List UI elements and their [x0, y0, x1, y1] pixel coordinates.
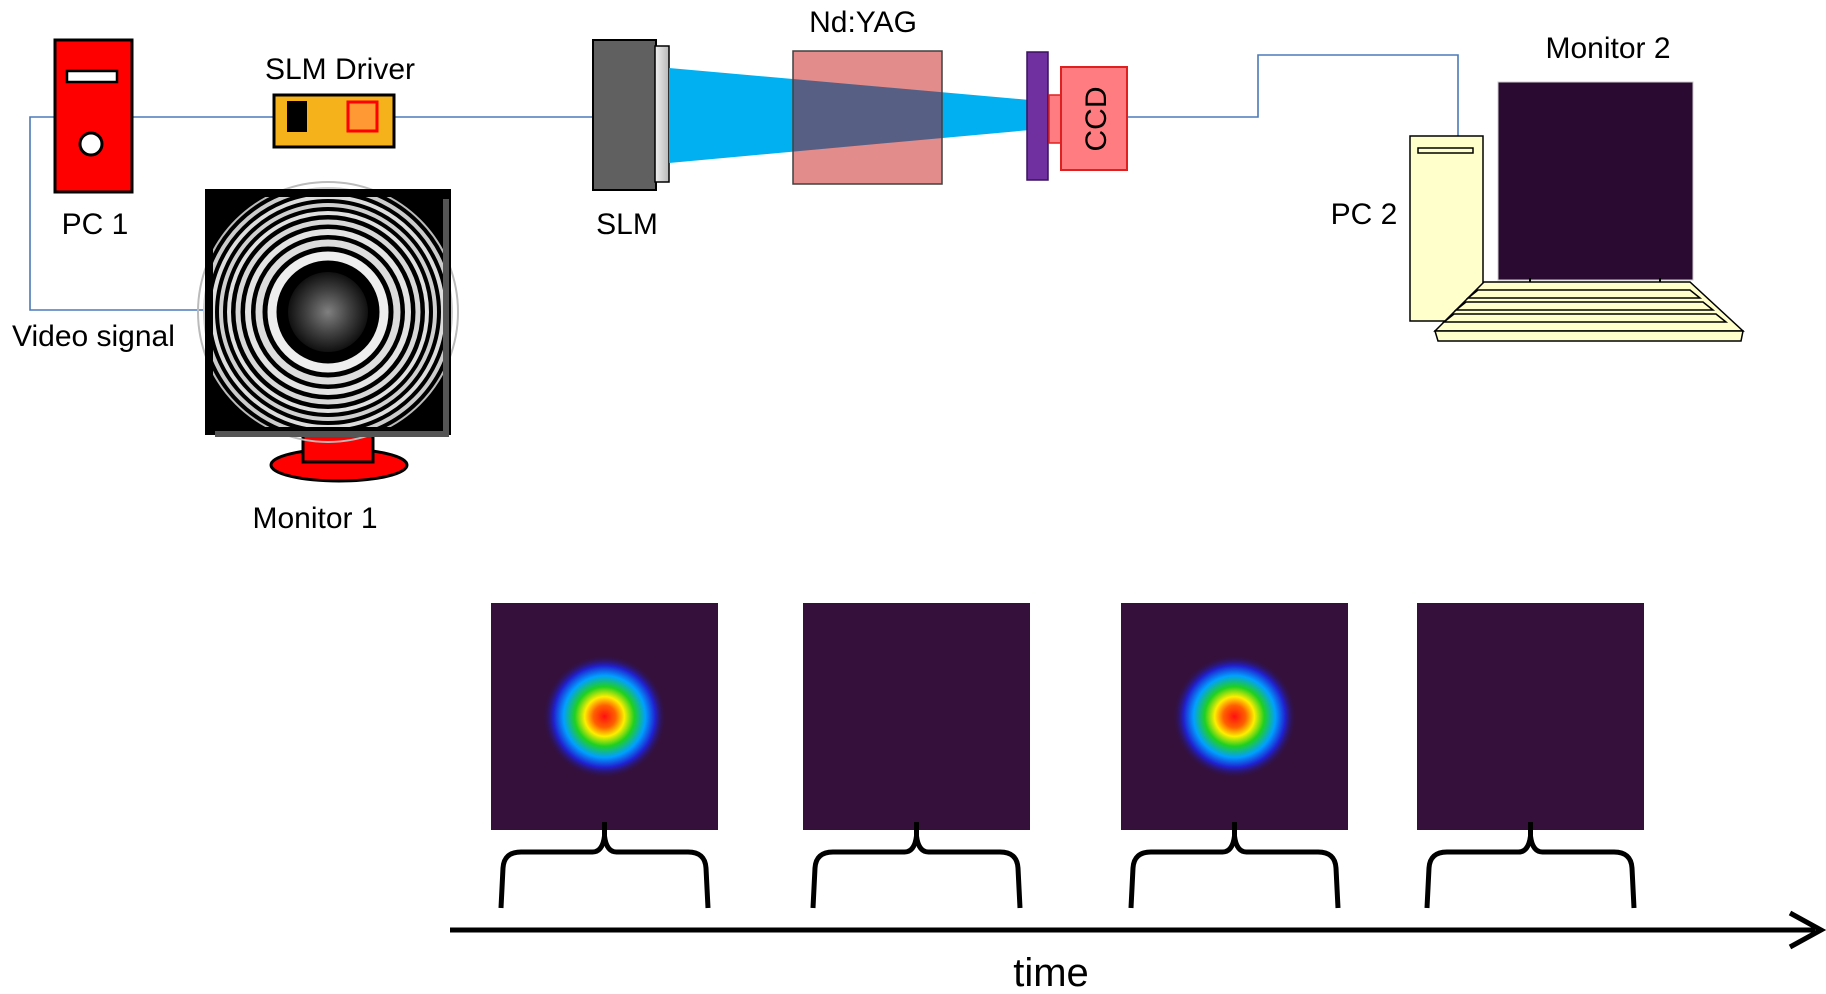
time-interval-brace [498, 822, 711, 909]
monitor2-label: Monitor 2 [1545, 32, 1670, 65]
ndyag-label: Nd:YAG [809, 6, 917, 39]
time-axis-label: time [1013, 951, 1089, 994]
ccd-frame-2 [803, 603, 1030, 909]
laser-spot [1172, 654, 1297, 779]
slm-label: SLM [596, 208, 658, 241]
time-interval-brace [810, 822, 1023, 909]
frame-background [803, 603, 1030, 830]
slm-driver-label: SLM Driver [265, 53, 415, 86]
pc2-tower [1409, 135, 1484, 322]
ccd-frame-sequence [491, 603, 1644, 909]
frame-background [1417, 603, 1644, 830]
ccd-frame-1 [491, 603, 718, 909]
ccd-frame-4 [1417, 603, 1644, 909]
slm-driver-box [272, 93, 396, 149]
pc1-label: PC 1 [62, 208, 129, 241]
time-axis-arrowhead [1788, 910, 1826, 950]
laser-beam [669, 68, 1030, 163]
video-signal-cable [29, 116, 210, 311]
fresnel-center-spot [288, 272, 368, 352]
ndyag-crystal [792, 50, 943, 185]
ccd-camera [1048, 66, 1128, 171]
time-interval-brace [1424, 822, 1637, 909]
monitor1-label: Monitor 1 [252, 502, 377, 535]
optical-filter [1026, 51, 1049, 181]
keyboard [1433, 281, 1745, 342]
pc1-tower [53, 38, 134, 194]
ccd-to-pc2-cable [1127, 54, 1459, 136]
slm-device [592, 39, 670, 191]
cables [29, 54, 1459, 311]
video-signal-label: Video signal [12, 320, 175, 353]
monitor1 [197, 181, 459, 483]
pc2-label: PC 2 [1331, 198, 1398, 231]
time-interval-brace [1128, 822, 1341, 909]
ccd-frame-3 [1121, 603, 1348, 909]
laser-spot [542, 654, 667, 779]
ccd-label: CCD [1080, 87, 1113, 152]
monitor2 [1497, 81, 1694, 284]
